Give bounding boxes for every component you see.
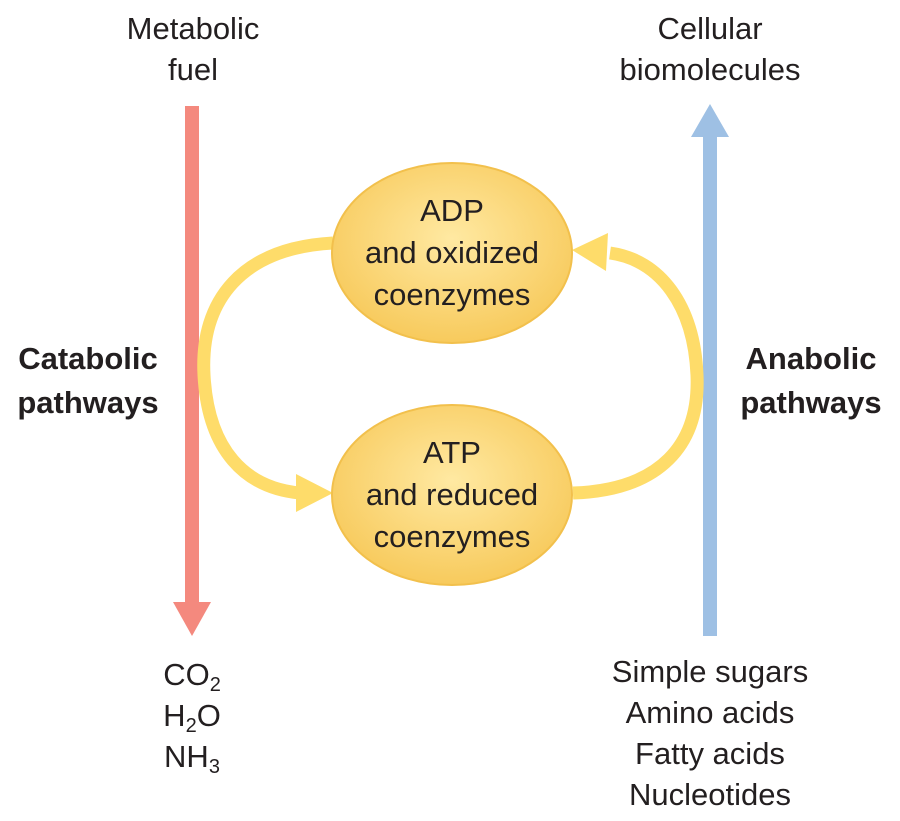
- cellular-biomolecules-label: Cellular biomolecules: [619, 11, 801, 87]
- catabolic-pathways-label: Catabolic pathways: [17, 341, 159, 420]
- cycle-arrow-left-path: [197, 236, 334, 500]
- precursor-fatty-acids: Fatty acids: [635, 736, 785, 771]
- anabolic-pathways-label: Anabolic pathways: [740, 341, 882, 420]
- precursor-amino-acids: Amino acids: [625, 695, 795, 730]
- adp-node: [331, 162, 573, 344]
- cycle-arrow-left-head: [296, 474, 333, 512]
- anabolic-arrow-head: [691, 104, 729, 137]
- metabolic-fuel-label: Metabolic fuel: [126, 11, 260, 87]
- catabolic-arrow-shaft: [185, 106, 199, 604]
- precursor-nucleotides: Nucleotides: [629, 777, 791, 812]
- anabolic-arrow-shaft: [703, 134, 717, 636]
- catabolic-arrow-head: [173, 602, 211, 636]
- adp-node-label: ADP and oxidized coenzymes: [364, 193, 540, 312]
- product-co2: CO2: [163, 657, 221, 696]
- cycle-arrow-right-head: [572, 233, 608, 271]
- atp-node: [331, 404, 573, 586]
- precursor-simple-sugars: Simple sugars: [611, 654, 809, 689]
- cycle-arrow-right-path: [572, 246, 704, 500]
- product-h2o: H2O: [163, 698, 221, 737]
- catabolic-products: CO2 H2O NH3: [112, 654, 272, 777]
- atp-node-label: ATP and reduced coenzymes: [365, 435, 539, 554]
- product-nh3: NH3: [164, 739, 220, 778]
- anabolic-precursors: Simple sugars Amino acids Fatty acids Nu…: [580, 651, 840, 815]
